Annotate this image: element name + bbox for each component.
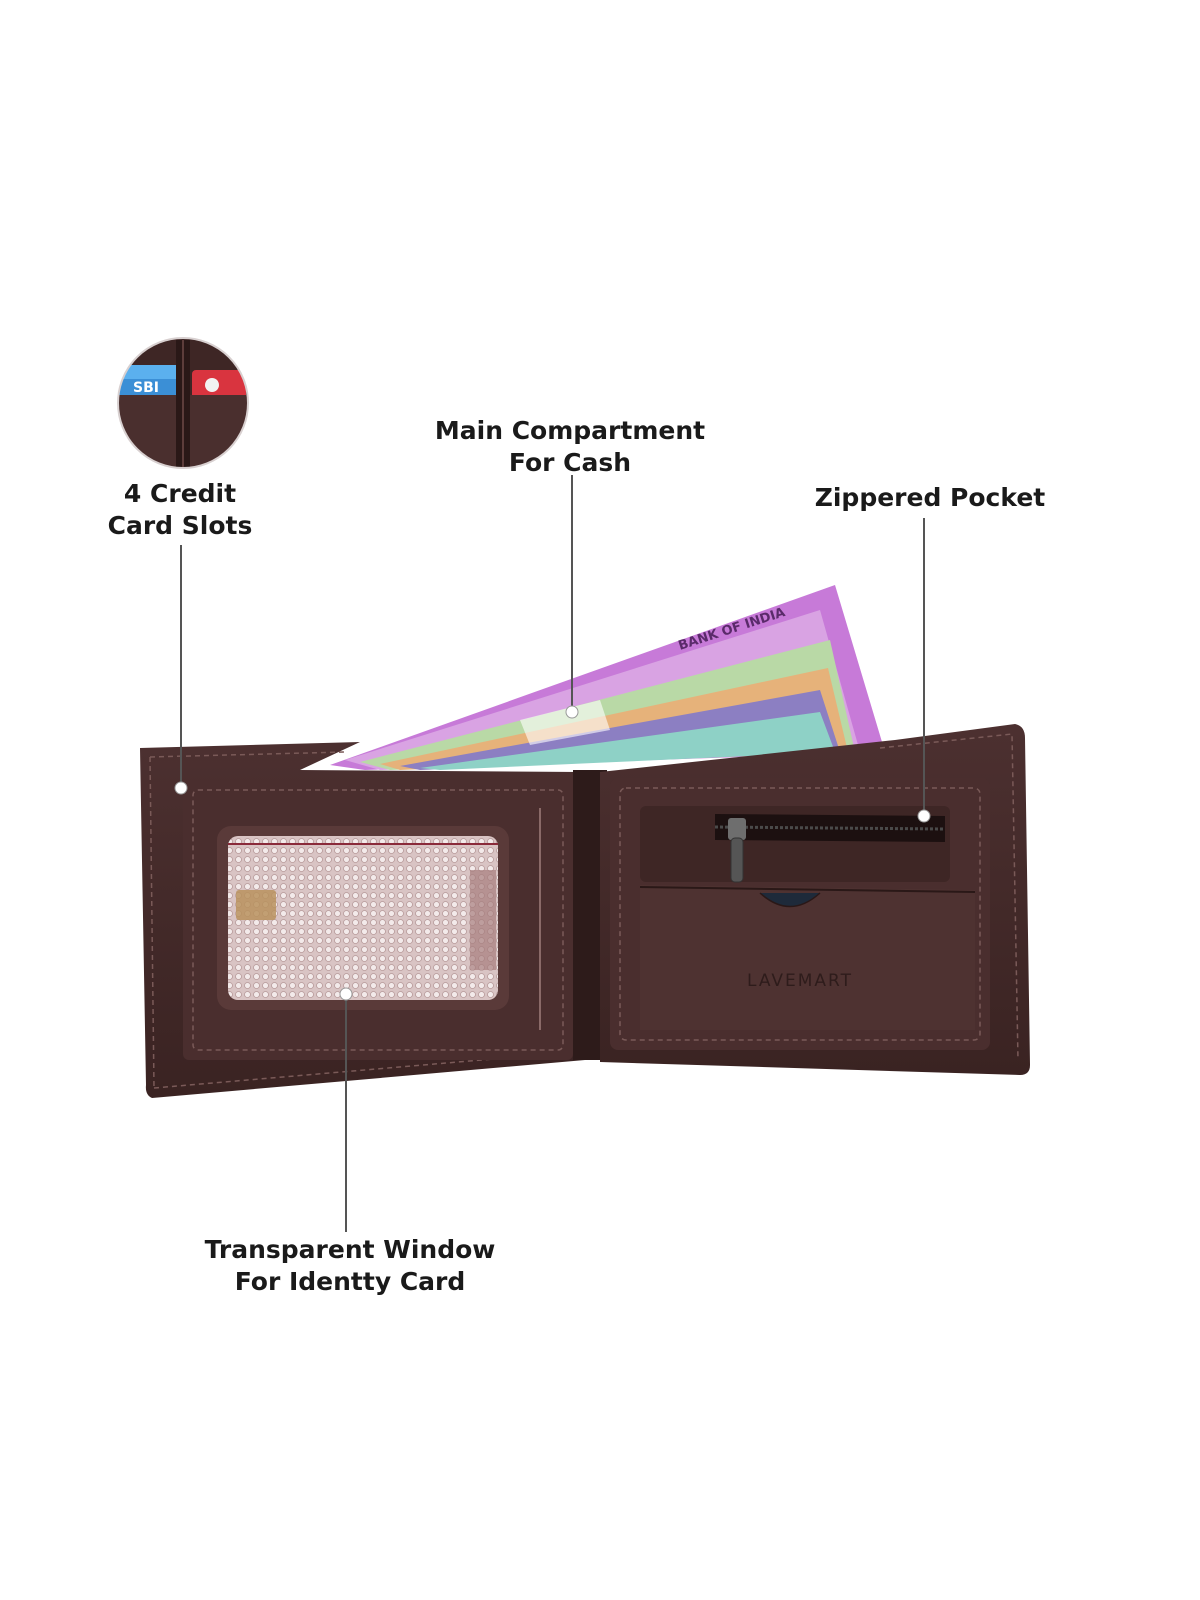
sbi-card-label: SBI bbox=[133, 380, 159, 396]
zipper-pull-icon bbox=[728, 818, 746, 840]
callout-card-slots-line1: 4 Credit bbox=[123, 479, 237, 508]
callout-transparent-window-line1: Transparent Window bbox=[204, 1235, 496, 1264]
dot-card-slots bbox=[174, 781, 188, 795]
callout-transparent-window-line2: For Identty Card bbox=[234, 1267, 466, 1296]
zippered-pocket: LAVEMART bbox=[610, 778, 990, 1050]
card-slots-inset: SBI bbox=[117, 337, 249, 469]
wallet: LAVEMART bbox=[140, 724, 1030, 1098]
callout-main-compartment-line1: Main Compartment bbox=[434, 416, 706, 445]
card-peek bbox=[759, 892, 821, 908]
callout-main-compartment: Main Compartment For Cash bbox=[420, 415, 720, 479]
brand-mark: LAVEMART bbox=[747, 971, 853, 991]
dot-main-compartment bbox=[565, 705, 579, 719]
dot-transparent-window bbox=[339, 987, 353, 1001]
callout-zippered-pocket-line1: Zippered Pocket bbox=[814, 483, 1046, 512]
chip-icon bbox=[236, 890, 276, 920]
leader-lines bbox=[174, 475, 931, 1232]
banknotes: BANK OF INDIA bbox=[330, 585, 885, 770]
callout-card-slots: 4 Credit Card Slots bbox=[80, 478, 280, 542]
dot-zippered-pocket bbox=[917, 809, 931, 823]
callout-main-compartment-line2: For Cash bbox=[508, 448, 632, 477]
callout-zippered-pocket: Zippered Pocket bbox=[800, 482, 1060, 514]
callout-transparent-window: Transparent Window For Identty Card bbox=[195, 1234, 505, 1298]
id-window bbox=[217, 808, 541, 1030]
callout-card-slots-line2: Card Slots bbox=[107, 511, 253, 540]
banknote-teal bbox=[420, 712, 835, 770]
